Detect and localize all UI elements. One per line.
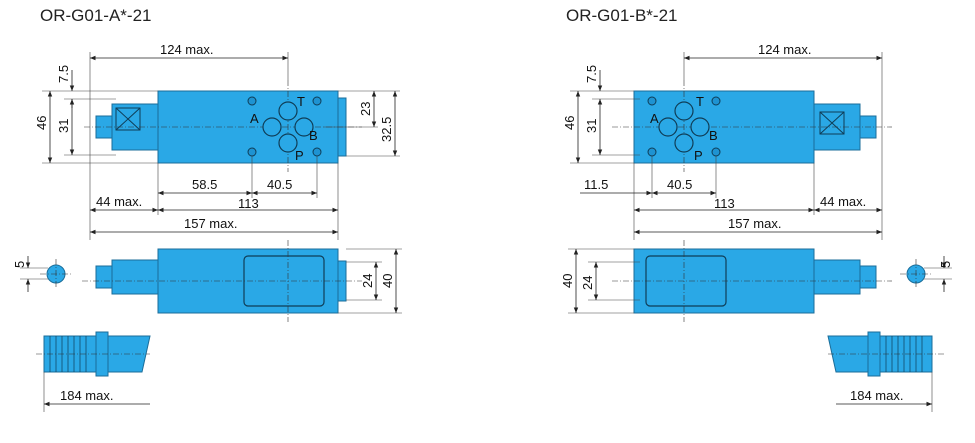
right-dim-5: 5	[938, 261, 953, 268]
right-side-view: 5 40 24	[560, 240, 953, 322]
right-dim-157: 157 max.	[728, 216, 781, 231]
left-dim-7-5: 7.5	[56, 65, 71, 83]
left-bolt-hole-icon	[312, 96, 322, 106]
left-port-b-icon	[294, 117, 314, 137]
left-dim-5: 5	[12, 261, 27, 268]
left-bolt-hole-icon	[312, 147, 322, 157]
left-dim-40-5: 40.5	[267, 177, 292, 192]
left-dim-44: 44 max.	[96, 194, 142, 209]
right-dim-124: 124 max.	[758, 42, 811, 57]
left-side-view: 5 24 40	[12, 240, 402, 322]
right-port-t-label: T	[696, 94, 704, 109]
left-dim-113: 113	[238, 196, 259, 211]
right-side-screw	[859, 265, 877, 289]
right-dim-44: 44 max.	[820, 194, 866, 209]
right-detail-view: 184 max.	[827, 331, 944, 412]
left-top-view: T A B P	[84, 80, 362, 172]
left-dim-124: 124 max.	[160, 42, 213, 57]
right-dim-46: 46	[562, 116, 577, 130]
right-bolt-hole-icon	[711, 147, 721, 157]
right-bolt-hole-icon	[711, 96, 721, 106]
left-drawing: T A B P 124 max. 46 31 7.5	[12, 42, 402, 412]
left-dim-23: 23	[358, 102, 373, 116]
right-bolt-hole-icon	[647, 96, 657, 106]
left-dim-157: 157 max.	[184, 216, 237, 231]
right-drawing: T A B P 124 max. 46 31 7.5	[560, 42, 953, 412]
right-bolt-hole-icon	[647, 147, 657, 157]
left-port-p-icon	[278, 133, 298, 153]
left-dim-24: 24	[360, 274, 375, 288]
right-drawing-title: OR-G01-B*-21	[566, 6, 678, 25]
left-dim-31: 31	[56, 119, 71, 133]
left-port-t-icon	[278, 101, 298, 121]
right-dim-11-5: 11.5	[584, 177, 608, 192]
right-side-adjuster	[813, 259, 861, 295]
left-bolt-hole-icon	[247, 147, 257, 157]
right-top-view: T A B P	[612, 80, 892, 172]
right-port-p-icon	[674, 133, 694, 153]
right-top-dimensions: 124 max. 46 31 7.5 11.5 40.5 113 44 max.	[562, 42, 883, 240]
right-dim-24: 24	[580, 276, 595, 290]
left-detail-view: 184 max.	[36, 331, 151, 412]
left-dim-40: 40	[380, 274, 395, 288]
right-port-t-icon	[674, 101, 694, 121]
left-port-b-label: B	[309, 128, 318, 143]
left-top-dimensions: 124 max. 46 31 7.5 23 32.5 5	[34, 42, 400, 240]
left-dim-58-5: 58.5	[192, 177, 217, 192]
right-port-b-icon	[690, 117, 710, 137]
left-dim-184: 184 max.	[60, 388, 113, 403]
left-port-t-label: T	[297, 94, 305, 109]
right-dim-113: 113	[714, 196, 735, 211]
right-dim-40-5: 40.5	[667, 177, 692, 192]
left-port-a-icon	[262, 117, 282, 137]
right-port-a-icon	[658, 117, 678, 137]
right-dim-7-5: 7.5	[584, 65, 599, 83]
right-port-b-label: B	[709, 128, 718, 143]
left-dim-32-5: 32.5	[379, 117, 394, 142]
left-bolt-hole-icon	[247, 96, 257, 106]
left-drawing-title: OR-G01-A*-21	[40, 6, 152, 25]
left-port-a-label: A	[250, 111, 259, 126]
right-dim-184: 184 max.	[850, 388, 903, 403]
right-dim-40: 40	[560, 274, 575, 288]
right-port-p-label: P	[694, 148, 703, 163]
left-side-screw	[95, 265, 113, 289]
right-dim-31: 31	[584, 119, 599, 133]
right-port-a-label: A	[650, 111, 659, 126]
left-dim-46: 46	[34, 116, 49, 130]
left-side-adjuster	[111, 259, 159, 295]
left-port-p-label: P	[295, 148, 304, 163]
